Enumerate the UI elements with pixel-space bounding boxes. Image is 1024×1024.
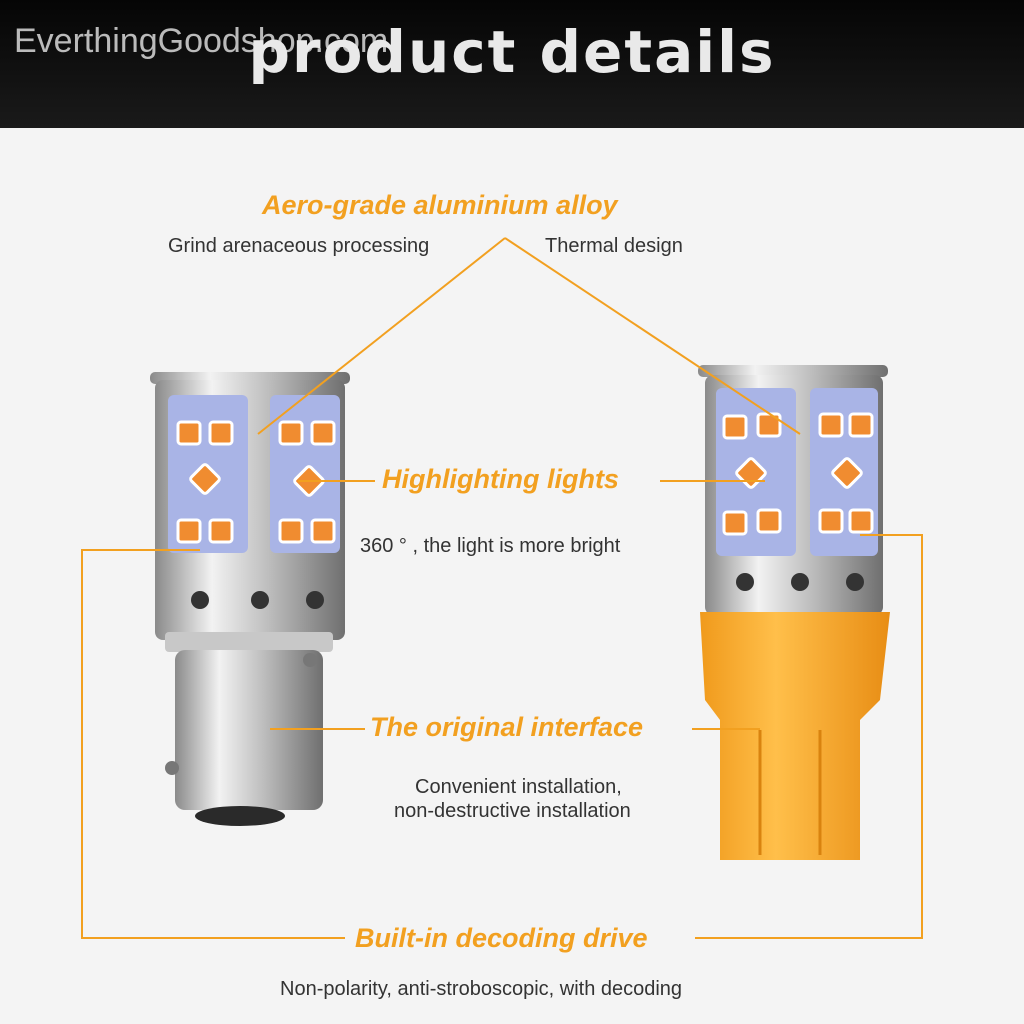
header-bar: EverthingGoodshop.com product details [0, 0, 1024, 128]
t20-bulb-image [698, 365, 890, 860]
alloy-title: Aero-grade aluminium alloy [262, 190, 618, 220]
ba15s-bulb-image [150, 372, 350, 826]
interface-note-line1: Convenient installation, [415, 776, 622, 798]
alloy-left-note: Grind arenaceous processing [168, 235, 430, 257]
page-title: product details [248, 18, 776, 86]
alloy-right-note: Thermal design [545, 235, 683, 257]
decoding-note: Non-polarity, anti-stroboscopic, with de… [280, 978, 683, 1000]
watermark: EverthingGoodshop.com [14, 22, 389, 60]
decoding-title: Built-in decoding drive [355, 923, 648, 953]
interface-title: The original interface [370, 712, 644, 742]
lights-title: Highlighting lights [382, 464, 619, 494]
callout-lines [81, 237, 923, 939]
lights-note: 360 ° , the light is more bright [360, 535, 621, 557]
interface-note-line2: non-destructive installation [394, 800, 631, 822]
